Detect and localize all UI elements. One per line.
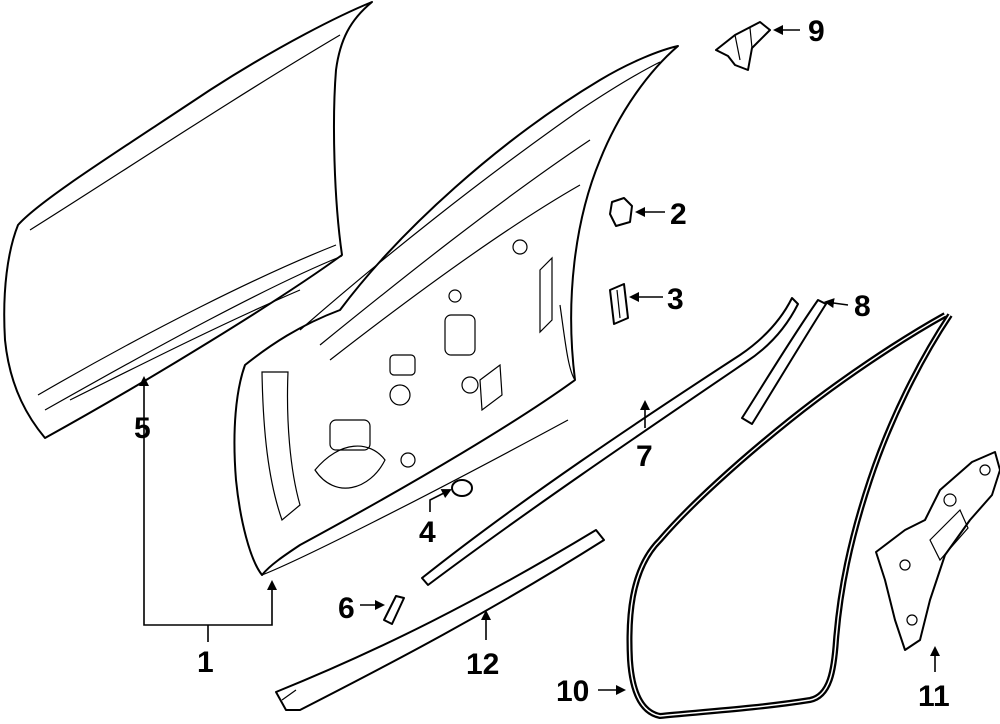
outer-door-skin-part xyxy=(3,1,373,439)
lower-molding-part xyxy=(275,529,605,711)
leader-4 xyxy=(429,489,452,512)
window-belt-molding-part xyxy=(421,297,799,586)
callout-4: 4 xyxy=(419,516,436,549)
door-weatherstrip-part xyxy=(626,312,953,719)
callout-6: 6 xyxy=(338,592,355,625)
callout-10: 10 xyxy=(556,675,589,708)
callout-3: 3 xyxy=(667,283,684,316)
inner-door-frame-part xyxy=(233,45,679,576)
callout-12: 12 xyxy=(466,648,499,681)
callout-labels: 1 2 3 4 5 6 7 8 9 10 11 12 xyxy=(134,15,950,713)
door-bracket-part xyxy=(875,451,1000,651)
callout-9: 9 xyxy=(808,15,825,48)
callout-5: 5 xyxy=(134,412,151,445)
callout-7: 7 xyxy=(636,440,653,473)
hole-plug-part xyxy=(451,479,473,497)
callout-2: 2 xyxy=(670,198,687,231)
callout-11: 11 xyxy=(918,680,950,713)
callout-8: 8 xyxy=(854,290,871,323)
callout-1: 1 xyxy=(197,646,214,679)
leader-8 xyxy=(824,298,849,309)
small-plate-part xyxy=(609,283,629,325)
leader-lines xyxy=(139,25,940,695)
clip-part xyxy=(609,197,633,227)
door-hinge-bracket-part xyxy=(715,21,771,71)
small-trim-part xyxy=(383,595,405,625)
